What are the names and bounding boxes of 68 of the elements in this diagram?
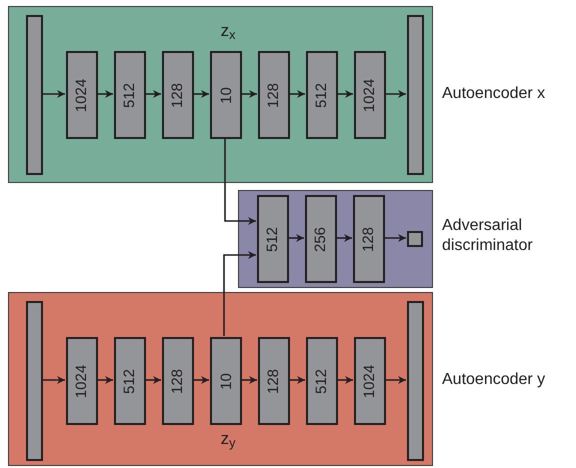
arrow <box>385 376 406 384</box>
layer-box <box>162 337 194 425</box>
arrow <box>97 376 113 384</box>
arrow <box>289 376 305 384</box>
layer-box <box>66 337 98 425</box>
group-label: Adversarial discriminator <box>442 216 534 256</box>
layer-box <box>66 51 98 139</box>
arrow <box>385 90 406 98</box>
layer-box <box>210 51 242 139</box>
layer-box <box>258 51 290 139</box>
arrow <box>241 376 257 384</box>
arrow <box>384 234 406 242</box>
layer-box <box>258 337 290 425</box>
group-label: Autoencoder y <box>442 370 546 390</box>
layer-bar <box>407 301 424 461</box>
layer-size: 512 <box>266 226 280 252</box>
group-panel <box>8 292 433 466</box>
latent-label: z$_{y}$ <box>220 428 236 450</box>
layer-size: 1024 <box>362 78 378 112</box>
layer-box <box>210 337 242 425</box>
layer-size: 512 <box>314 368 330 394</box>
layer-size: 256 <box>314 226 328 252</box>
layer-size: 1024 <box>74 364 90 398</box>
layer-box <box>354 337 386 425</box>
arrow <box>241 90 257 98</box>
layer-box <box>114 51 146 139</box>
layer-box <box>306 51 338 139</box>
arrow <box>193 90 209 98</box>
arrow <box>337 376 353 384</box>
layer-size: 128 <box>362 226 376 252</box>
layer-box <box>306 337 338 425</box>
group-label: Autoencoder x <box>442 84 546 104</box>
arrow <box>42 90 65 98</box>
layer-size: 1024 <box>362 364 378 398</box>
output-square <box>407 231 423 247</box>
layer-box <box>257 195 289 283</box>
layer-box <box>353 195 385 283</box>
group-panel <box>238 190 433 288</box>
layer-size: 512 <box>122 82 138 108</box>
layer-size: 128 <box>266 368 282 394</box>
layer-box <box>114 337 146 425</box>
layer-size: 10 <box>218 86 234 104</box>
arrow <box>336 234 352 242</box>
group-panel <box>8 6 433 183</box>
layer-size: 512 <box>314 82 330 108</box>
layer-box <box>354 51 386 139</box>
layer-box <box>305 195 337 283</box>
arrow <box>42 376 65 384</box>
layer-size: 10 <box>218 372 234 390</box>
arrow <box>288 234 304 242</box>
arrow <box>97 90 113 98</box>
layer-size: 128 <box>170 368 186 394</box>
arrow <box>193 376 209 384</box>
layer-bar <box>407 15 424 175</box>
arrow <box>145 90 161 98</box>
layer-size: 1024 <box>74 78 90 112</box>
arrow <box>337 90 353 98</box>
layer-size: 512 <box>122 368 138 394</box>
arrow <box>223 251 256 336</box>
layer-size: 128 <box>266 82 282 108</box>
layer-size: 128 <box>170 82 186 108</box>
layer-bar <box>26 301 43 461</box>
layer-box <box>162 51 194 139</box>
arrow <box>145 376 161 384</box>
arrow <box>224 138 256 225</box>
latent-label: z$_{x}$ <box>220 20 236 42</box>
arrow <box>289 90 305 98</box>
layer-bar <box>26 15 43 175</box>
